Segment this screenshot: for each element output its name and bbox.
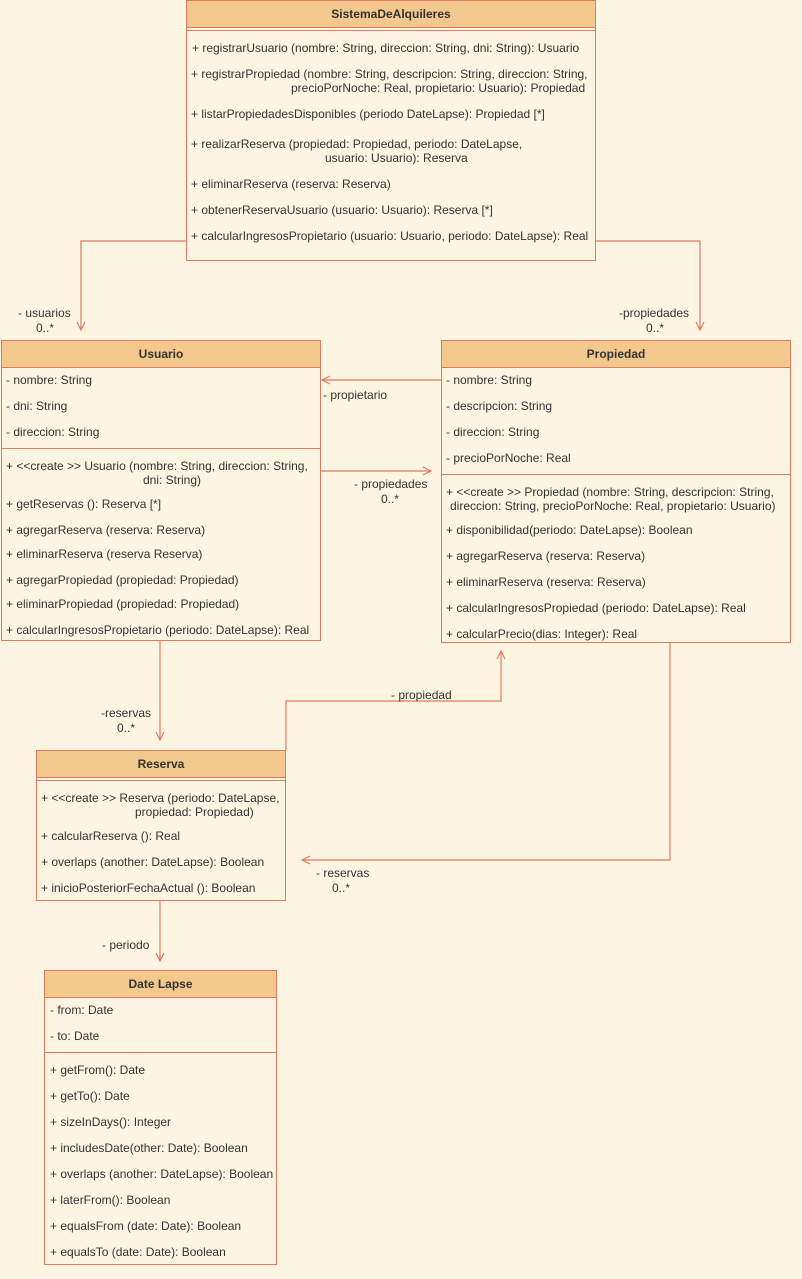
attr-precio-por-noche[interactable]: - precioPorNoche: Real: [446, 451, 571, 465]
mult-propiedades-usuario: 0..*: [381, 492, 400, 506]
attr-direccion[interactable]: - direccion: String: [6, 425, 100, 439]
separator-propiedad: [441, 474, 791, 475]
class-name: Propiedad: [442, 341, 790, 368]
role-reservas-propiedad: - reservas: [316, 866, 370, 880]
class-name: SistemaDeAlquileres: [187, 1, 595, 28]
method-realizar-reserva[interactable]: + realizarReserva (propiedad: Propiedad,…: [191, 137, 523, 151]
method-create-reserva[interactable]: + <<create >> Reserva (periodo: DateLaps…: [41, 791, 280, 805]
mult-propiedades-sistema: 0..*: [646, 321, 665, 335]
method-overlaps[interactable]: + overlaps (another: DateLapse): Boolean: [41, 855, 265, 869]
method-create-reserva-cont: propiedad: Propiedad): [135, 805, 254, 819]
role-reservas-usuario: -reservas: [101, 706, 152, 720]
class-name: Reserva: [37, 751, 285, 778]
role-periodo: - periodo: [102, 938, 150, 952]
method-eliminar-reserva[interactable]: + eliminarReserva (reserva Reserva): [6, 547, 203, 561]
attr-descripcion[interactable]: - descripcion: String: [446, 399, 553, 413]
method-overlaps[interactable]: + overlaps (another: DateLapse): Boolean: [50, 1167, 274, 1181]
attr-to[interactable]: - to: Date: [50, 1029, 100, 1043]
method-calcular-ingresos-propietario[interactable]: + calcularIngresosPropietario (usuario: …: [191, 229, 589, 243]
class-sistema-de-alquileres[interactable]: SistemaDeAlquileres + registrarUsuario (…: [186, 0, 596, 261]
role-propietario: - propietario: [323, 388, 388, 402]
attr-nombre[interactable]: - nombre: String: [6, 373, 93, 387]
method-eliminar-reserva[interactable]: + eliminarReserva (reserva: Reserva): [446, 575, 646, 589]
edge-propiedad-reservas: [302, 643, 671, 860]
separator-reserva: [36, 780, 286, 781]
role-propiedades-usuario: - propiedades: [354, 477, 428, 491]
method-disponibilidad[interactable]: + disponibilidad(periodo: DateLapse): Bo…: [446, 523, 693, 537]
mult-reservas-propiedad: 0..*: [332, 881, 351, 895]
method-size-in-days[interactable]: + sizeInDays(): Integer: [50, 1115, 172, 1129]
class-date-lapse[interactable]: Date Lapse: [44, 970, 277, 1265]
method-get-reservas[interactable]: + getReservas (): Reserva [*]: [6, 497, 162, 511]
separator-usuario: [1, 448, 321, 449]
method-agregar-reserva[interactable]: + agregarReserva (reserva: Reserva): [6, 523, 206, 537]
method-realizar-reserva-cont: usuario: Usuario): Reserva: [325, 151, 468, 165]
attr-from[interactable]: - from: Date: [50, 1003, 114, 1017]
class-reserva[interactable]: Reserva: [36, 750, 286, 901]
method-obtener-reserva-usuario[interactable]: + obtenerReservaUsuario (usuario: Usuari…: [191, 203, 493, 217]
role-propiedad: - propiedad: [391, 688, 452, 702]
method-includes-date[interactable]: + includesDate(other: Date): Boolean: [50, 1141, 248, 1155]
class-usuario[interactable]: Usuario: [1, 340, 321, 641]
method-later-from[interactable]: + laterFrom(): Boolean: [50, 1193, 171, 1207]
method-calcular-ingresos-propiedad[interactable]: + calcularIngresosPropiedad (periodo: Da…: [446, 601, 746, 615]
edge-sistema-usuarios: [81, 240, 186, 330]
attr-nombre[interactable]: - nombre: String: [446, 373, 533, 387]
role-usuarios: - usuarios: [18, 306, 71, 320]
method-agregar-reserva[interactable]: + agregarReserva (reserva: Reserva): [446, 549, 646, 563]
method-create-propiedad[interactable]: + <<create >> Propiedad (nombre: String,…: [446, 485, 774, 499]
method-equals-to[interactable]: + equalsTo (date: Date): Boolean: [50, 1245, 226, 1259]
attr-direccion[interactable]: - direccion: String: [446, 425, 540, 439]
method-calcular-precio[interactable]: + calcularPrecio(dias: Integer): Real: [446, 627, 638, 641]
method-create-propiedad-cont: direccion: String, precioPorNoche: Real,…: [450, 499, 776, 513]
role-propiedades-sistema: -propiedades: [619, 306, 690, 320]
separator-date-lapse: [44, 1052, 277, 1053]
method-eliminar-propiedad[interactable]: + eliminarPropiedad (propiedad: Propieda…: [6, 597, 240, 611]
mult-usuarios: 0..*: [36, 321, 55, 335]
method-registrar-propiedad-cont: precioPorNoche: Real, propietario: Usuar…: [291, 81, 586, 95]
method-registrar-propiedad[interactable]: + registrarPropiedad (nombre: String, de…: [191, 67, 588, 81]
method-create-usuario[interactable]: + <<create >> Usuario (nombre: String, d…: [6, 459, 308, 473]
edge-reserva-propiedad: [285, 651, 501, 750]
edge-sistema-propiedades: [595, 240, 700, 330]
method-inicio-posterior-fecha-actual[interactable]: + inicioPosteriorFechaActual (): Boolean: [41, 881, 256, 895]
method-create-usuario-cont: dni: String): [143, 473, 202, 487]
method-get-from[interactable]: + getFrom(): Date: [50, 1063, 146, 1077]
method-agregar-propiedad[interactable]: + agregarPropiedad (propiedad: Propiedad…: [6, 573, 239, 587]
attr-dni[interactable]: - dni: String: [6, 399, 68, 413]
mult-reservas-usuario: 0..*: [117, 721, 136, 735]
method-listar-propiedades[interactable]: + listarPropiedadesDisponibles (periodo …: [191, 107, 545, 121]
method-registrar-usuario[interactable]: + registrarUsuario (nombre: String, dire…: [192, 41, 580, 55]
class-name: Date Lapse: [45, 971, 276, 998]
method-calcular-ingresos-propietario[interactable]: + calcularIngresosPropietario (periodo: …: [6, 623, 310, 637]
method-calcular-reserva[interactable]: + calcularReserva (): Real: [41, 829, 181, 843]
class-name: Usuario: [2, 341, 320, 368]
method-equals-from[interactable]: + equalsFrom (date: Date): Boolean: [50, 1219, 242, 1233]
class-propiedad[interactable]: Propiedad: [441, 340, 791, 643]
method-eliminar-reserva[interactable]: + eliminarReserva (reserva: Reserva): [191, 177, 391, 191]
separator-sistema: [186, 30, 596, 31]
method-get-to[interactable]: + getTo(): Date: [50, 1089, 130, 1103]
